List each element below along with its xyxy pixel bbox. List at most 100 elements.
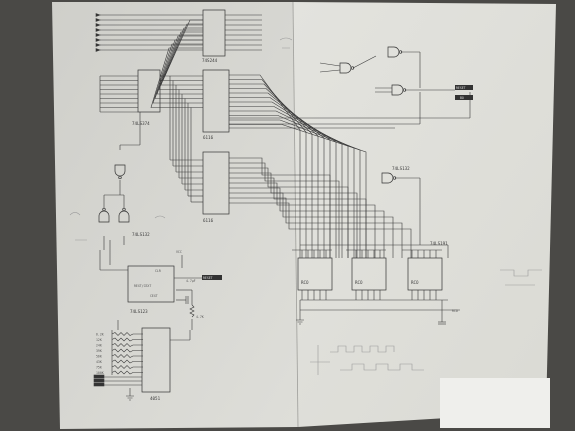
bus-arrow-icon (95, 13, 101, 17)
counter-2 (351, 257, 387, 291)
nand-gate-top-left (339, 62, 355, 74)
nand-gate-lower-right (381, 172, 397, 184)
bus-arrow-icon (95, 33, 101, 37)
resistor-ladder-value: 39K (96, 349, 102, 353)
bus-arrow-icon (95, 23, 101, 27)
signal-out-bottom: BO (460, 96, 464, 100)
chip-6116-bottom-label: 6116 (203, 218, 214, 223)
paper-right-sheet (293, 2, 556, 427)
gate-body (391, 84, 404, 96)
gate-wire (319, 69, 341, 73)
timer-resistor (189, 304, 195, 318)
ram2-data-wire (229, 187, 385, 258)
chip-4051 (141, 327, 171, 393)
resistor-ladder-value: 100K (96, 371, 104, 375)
nand-gate-left-lower-b (118, 207, 130, 223)
gate-wire (352, 55, 377, 69)
ladder-resistor-icon (111, 365, 143, 369)
gate-wire (319, 62, 341, 67)
counter-group-label: 74LS191 (430, 241, 448, 246)
ladder-resistor-icon (111, 348, 143, 353)
diagonal-bus-wire (156, 35, 203, 95)
bus-arrow-icon (95, 43, 101, 47)
diagonal-bus-wire (158, 31, 203, 90)
ladder-resistor-icon (111, 332, 143, 336)
gate-bubble (102, 207, 106, 212)
ladder-resistor-icon (111, 370, 143, 375)
ram2-data-wire (229, 157, 331, 258)
timer-rext-pin: REXT/CEXT (134, 284, 151, 288)
ladder-resistor-icon (111, 354, 143, 358)
counter-3-rco: RCO (411, 280, 419, 285)
pencil-note-left (69, 212, 166, 241)
gate-top-right-label: 74LS132 (392, 166, 410, 171)
gate-body (114, 164, 126, 177)
ram2-data-wire (229, 182, 376, 258)
pencil-sketch-mark (310, 345, 330, 375)
gate-bubble (350, 66, 355, 70)
bus-arrow-icon (95, 38, 101, 42)
resistor-ladder-value: 56K (96, 355, 102, 359)
nand-gates-label: 74LS132 (132, 232, 150, 237)
timer-out-box (202, 275, 222, 280)
gate-bubble (118, 175, 122, 180)
signal-out-top: RESET (456, 86, 466, 90)
glare-patch (440, 378, 550, 428)
ram-data-wire (229, 101, 337, 258)
gate-body (118, 210, 130, 223)
gate-body (381, 172, 394, 184)
pencil-waveform-1 (330, 345, 395, 353)
ram-data-wire (229, 119, 361, 258)
ram-data-wire (229, 115, 355, 258)
nand-gate-left-upper (114, 164, 126, 180)
diagonal-bus-wire (152, 43, 203, 104)
diagonal-bus-wire (154, 39, 203, 99)
chip-4051-label: 4051 (150, 396, 161, 401)
pencil-waveform-2 (340, 363, 424, 371)
mux-select-box (93, 374, 105, 379)
ram2-data-wire (229, 192, 394, 258)
counter-1 (297, 257, 333, 291)
ram2-data-wire (229, 202, 412, 258)
chip-74s244 (202, 9, 226, 57)
bus-arrow-icon (95, 18, 101, 22)
mux-select-box (93, 382, 105, 387)
capacitor-value: 4.7μF (186, 279, 196, 283)
nand-gate-left-lower-a (98, 207, 110, 223)
counter-1-rco: RCO (301, 280, 309, 285)
nand-gate-top-right (387, 46, 403, 58)
resistor-ladder-value: 6.2K (96, 333, 104, 337)
gate-bubble (398, 50, 403, 54)
ram2-data-wire (229, 197, 403, 258)
timer-out-label: RESET (203, 276, 213, 280)
gate-layer (98, 46, 407, 223)
ram-data-wire (229, 92, 325, 258)
signal-box-bottom (455, 95, 473, 100)
bus-arrow-icon (95, 28, 101, 32)
paper-left-sheet (52, 2, 298, 429)
timer-cext-pin: CEXT (150, 294, 158, 298)
gate-body (387, 46, 400, 58)
resistor-ladder-value: 24K (96, 344, 102, 348)
gate-body (98, 210, 110, 223)
gate-body (339, 62, 352, 74)
resistor-value: 4.7K (196, 315, 204, 319)
counter-3 (407, 257, 443, 291)
wire-group (93, 13, 471, 401)
pencil-note-top (279, 37, 293, 49)
vcc-label: VCC (176, 250, 182, 254)
timer-clr-pin: CLR (155, 269, 161, 273)
signal-box-top (455, 85, 473, 90)
chip-74s244-label: 74S244 (202, 58, 218, 63)
chip-6116-top-label: 6116 (203, 135, 214, 140)
ram2-data-wire (229, 167, 349, 258)
gate-bubble (402, 88, 407, 92)
resistor-ladder-value: 75K (96, 366, 102, 370)
gate-bubble (392, 176, 397, 180)
ladder-resistor-icon (111, 343, 143, 347)
ram-data-wire (229, 106, 343, 258)
chip-74ls123-label: 74LS123 (130, 309, 148, 314)
chip-74ls374 (137, 69, 161, 113)
